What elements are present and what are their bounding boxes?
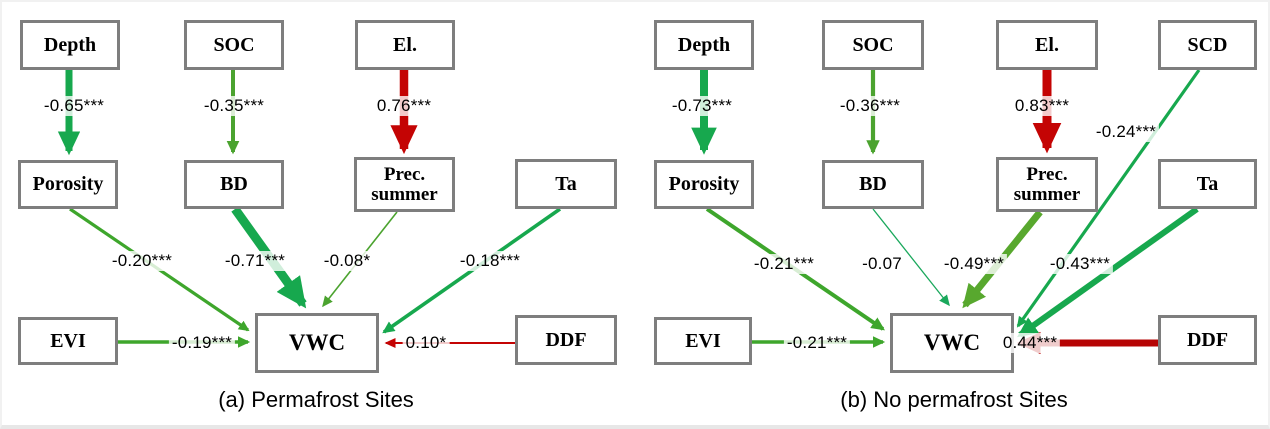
node-b-porosity: Porosity	[654, 160, 754, 209]
edge-label-b-ddf-vwc: 0.44***	[999, 333, 1061, 353]
node-a-bd: BD	[184, 160, 284, 209]
node-b-scd-label: SCD	[1187, 33, 1228, 56]
node-a-porosity: Porosity	[18, 160, 118, 209]
node-a-prec-summer: Prec. summer	[354, 157, 455, 212]
node-a-ta: Ta	[515, 159, 617, 209]
node-b-depth: Depth	[654, 20, 754, 70]
edge-label-a-prec-vwc: -0.08*	[320, 251, 374, 271]
node-a-evi-label: EVI	[50, 329, 86, 352]
node-b-el-label: El.	[1035, 33, 1059, 56]
edge-label-a-porosity-vwc: -0.20***	[108, 251, 176, 271]
edge-label-a-el-prec: 0.76***	[373, 96, 435, 116]
node-b-evi: EVI	[654, 317, 752, 365]
node-a-ddf-label: DDF	[545, 328, 587, 351]
edge-label-a-evi-vwc: -0.19***	[168, 333, 236, 353]
node-a-evi: EVI	[18, 317, 118, 365]
edge-label-b-ta-vwc: -0.43***	[1046, 254, 1114, 274]
node-b-bd: BD	[822, 160, 924, 209]
node-a-porosity-label: Porosity	[32, 173, 104, 196]
node-b-depth-label: Depth	[677, 33, 731, 56]
edge-label-b-soc-bd: -0.36***	[836, 96, 904, 116]
edge-label-a-ta-vwc: -0.18***	[456, 251, 524, 271]
edge-label-b-bd-vwc: -0.07	[859, 254, 905, 274]
caption-panel-b: (b) No permafrost Sites	[840, 387, 1068, 412]
edge-label-a-depth-porosity: -0.65***	[40, 96, 108, 116]
edge-label-b-scd-vwc: -0.24***	[1092, 122, 1160, 142]
edge-label-b-evi-vwc: -0.21***	[783, 333, 851, 353]
caption-panel-a: (a) Permafrost Sites	[218, 387, 414, 412]
node-a-bd-label: BD	[220, 173, 248, 196]
node-a-depth-label: Depth	[43, 33, 97, 56]
node-b-soc: SOC	[822, 20, 924, 70]
node-b-el: El.	[996, 20, 1098, 70]
node-a-el: El.	[355, 20, 455, 70]
node-a-el-label: El.	[393, 33, 417, 56]
edge-label-b-porosity-vwc: -0.21***	[750, 254, 818, 274]
node-b-prec-summer-label: Prec. summer	[1013, 164, 1081, 205]
node-b-ddf-label: DDF	[1186, 328, 1229, 351]
node-b-ddf: DDF	[1158, 315, 1257, 365]
edge-label-a-soc-bd: -0.35***	[200, 96, 268, 116]
edge-b-scd-vwc	[1016, 69, 1201, 328]
node-b-porosity-label: Porosity	[668, 173, 740, 196]
node-b-ta: Ta	[1158, 159, 1257, 209]
node-a-depth: Depth	[20, 20, 120, 70]
node-a-prec-summer-label: Prec. summer	[371, 164, 438, 205]
node-b-prec-summer: Prec. summer	[996, 157, 1098, 212]
node-b-vwc-label: VWC	[923, 330, 981, 356]
edge-label-b-el-prec: 0.83***	[1011, 96, 1073, 116]
node-a-vwc-label: VWC	[288, 330, 346, 356]
node-a-soc-label: SOC	[213, 33, 255, 56]
node-b-bd-label: BD	[859, 173, 887, 196]
node-a-vwc: VWC	[255, 313, 379, 373]
node-b-soc-label: SOC	[852, 33, 894, 56]
node-a-soc: SOC	[184, 20, 284, 70]
edge-label-a-ddf-vwc: 0.10*	[402, 333, 450, 353]
node-b-ta-label: Ta	[1196, 172, 1219, 195]
edge-label-b-depth-porosity: -0.73***	[668, 96, 736, 116]
edge-label-b-prec-vwc: -0.49***	[940, 254, 1008, 274]
node-a-ddf: DDF	[515, 315, 617, 365]
node-a-ta-label: Ta	[555, 172, 577, 195]
node-b-scd: SCD	[1158, 20, 1257, 70]
node-b-vwc: VWC	[890, 313, 1014, 373]
edge-label-a-bd-vwc: -0.71***	[221, 251, 289, 271]
node-b-evi-label: EVI	[685, 329, 721, 352]
edge-b-bd-vwc	[872, 208, 950, 307]
